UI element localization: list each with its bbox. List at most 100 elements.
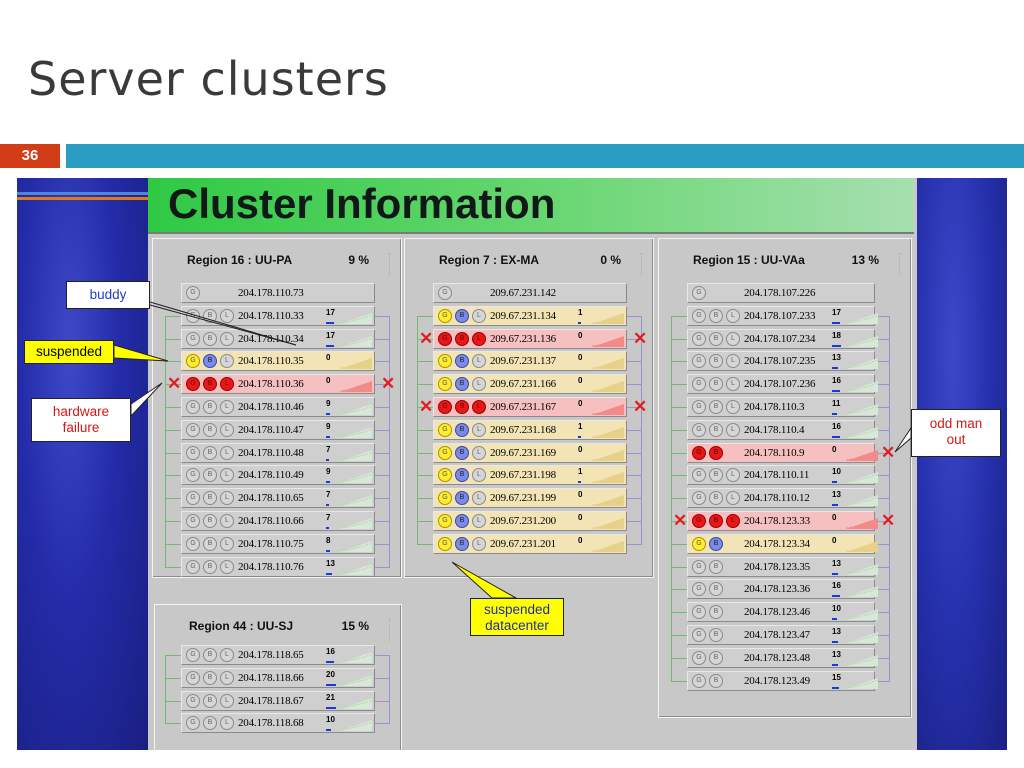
buddy-connector xyxy=(165,453,181,454)
status-g-icon: G xyxy=(186,560,200,574)
buddy-connector xyxy=(671,567,687,568)
buddy-connector xyxy=(671,384,687,385)
sparkline-fill xyxy=(592,404,624,415)
sparkline-line xyxy=(340,542,372,552)
buddy-connector xyxy=(375,567,390,568)
server-load-count: 0 xyxy=(578,536,583,545)
region-percent: 15 % xyxy=(341,619,369,633)
sparkline-fill xyxy=(846,381,878,392)
status-g-icon: G xyxy=(692,354,706,368)
buddy-connector xyxy=(375,384,390,385)
buddy-connector xyxy=(671,681,687,682)
buddy-connector xyxy=(165,701,181,702)
region-percent: 13 % xyxy=(851,253,879,267)
server-load-bar xyxy=(326,459,329,461)
buddy-connector xyxy=(165,315,166,567)
server-ip: 204.178.118.65 xyxy=(238,649,304,661)
server-status-icons: G xyxy=(692,286,709,300)
server-ip: 209.67.231.142 xyxy=(490,287,556,299)
server-ip: 204.178.123.47 xyxy=(744,629,810,641)
server-ip: 204.178.110.48 xyxy=(238,447,304,459)
buddy-connector xyxy=(417,315,418,544)
buddy-connector xyxy=(375,475,390,476)
load-sparkline xyxy=(592,472,624,483)
sparkline-line xyxy=(846,679,878,689)
server-load-count: 1 xyxy=(578,422,583,431)
sparkline-fill xyxy=(846,678,878,689)
server-load-count: 16 xyxy=(832,422,841,431)
server-load-bar xyxy=(326,345,334,347)
failure-x-icon: ✕ xyxy=(881,511,896,530)
server-ip: 204.178.110.4 xyxy=(744,424,805,436)
server-load-count: 9 xyxy=(326,399,331,408)
status-b-icon: B xyxy=(709,400,723,414)
buddy-connector xyxy=(375,361,390,362)
sparkline-fill xyxy=(592,358,624,369)
server-load-count: 0 xyxy=(832,445,837,454)
load-sparkline xyxy=(846,495,878,506)
status-l-icon: L xyxy=(472,514,486,528)
server-ip: 204.178.123.34 xyxy=(744,538,810,550)
server-load-bar xyxy=(326,729,331,731)
status-b-icon: B xyxy=(455,377,469,391)
status-g-icon: G xyxy=(186,716,200,730)
callout-suspended-text: suspended xyxy=(35,344,103,359)
server-ip: 204.178.107.234 xyxy=(744,333,816,345)
sparkline-fill xyxy=(340,450,372,461)
server-ip: 204.178.118.68 xyxy=(238,717,304,729)
status-b-icon: B xyxy=(455,332,469,346)
